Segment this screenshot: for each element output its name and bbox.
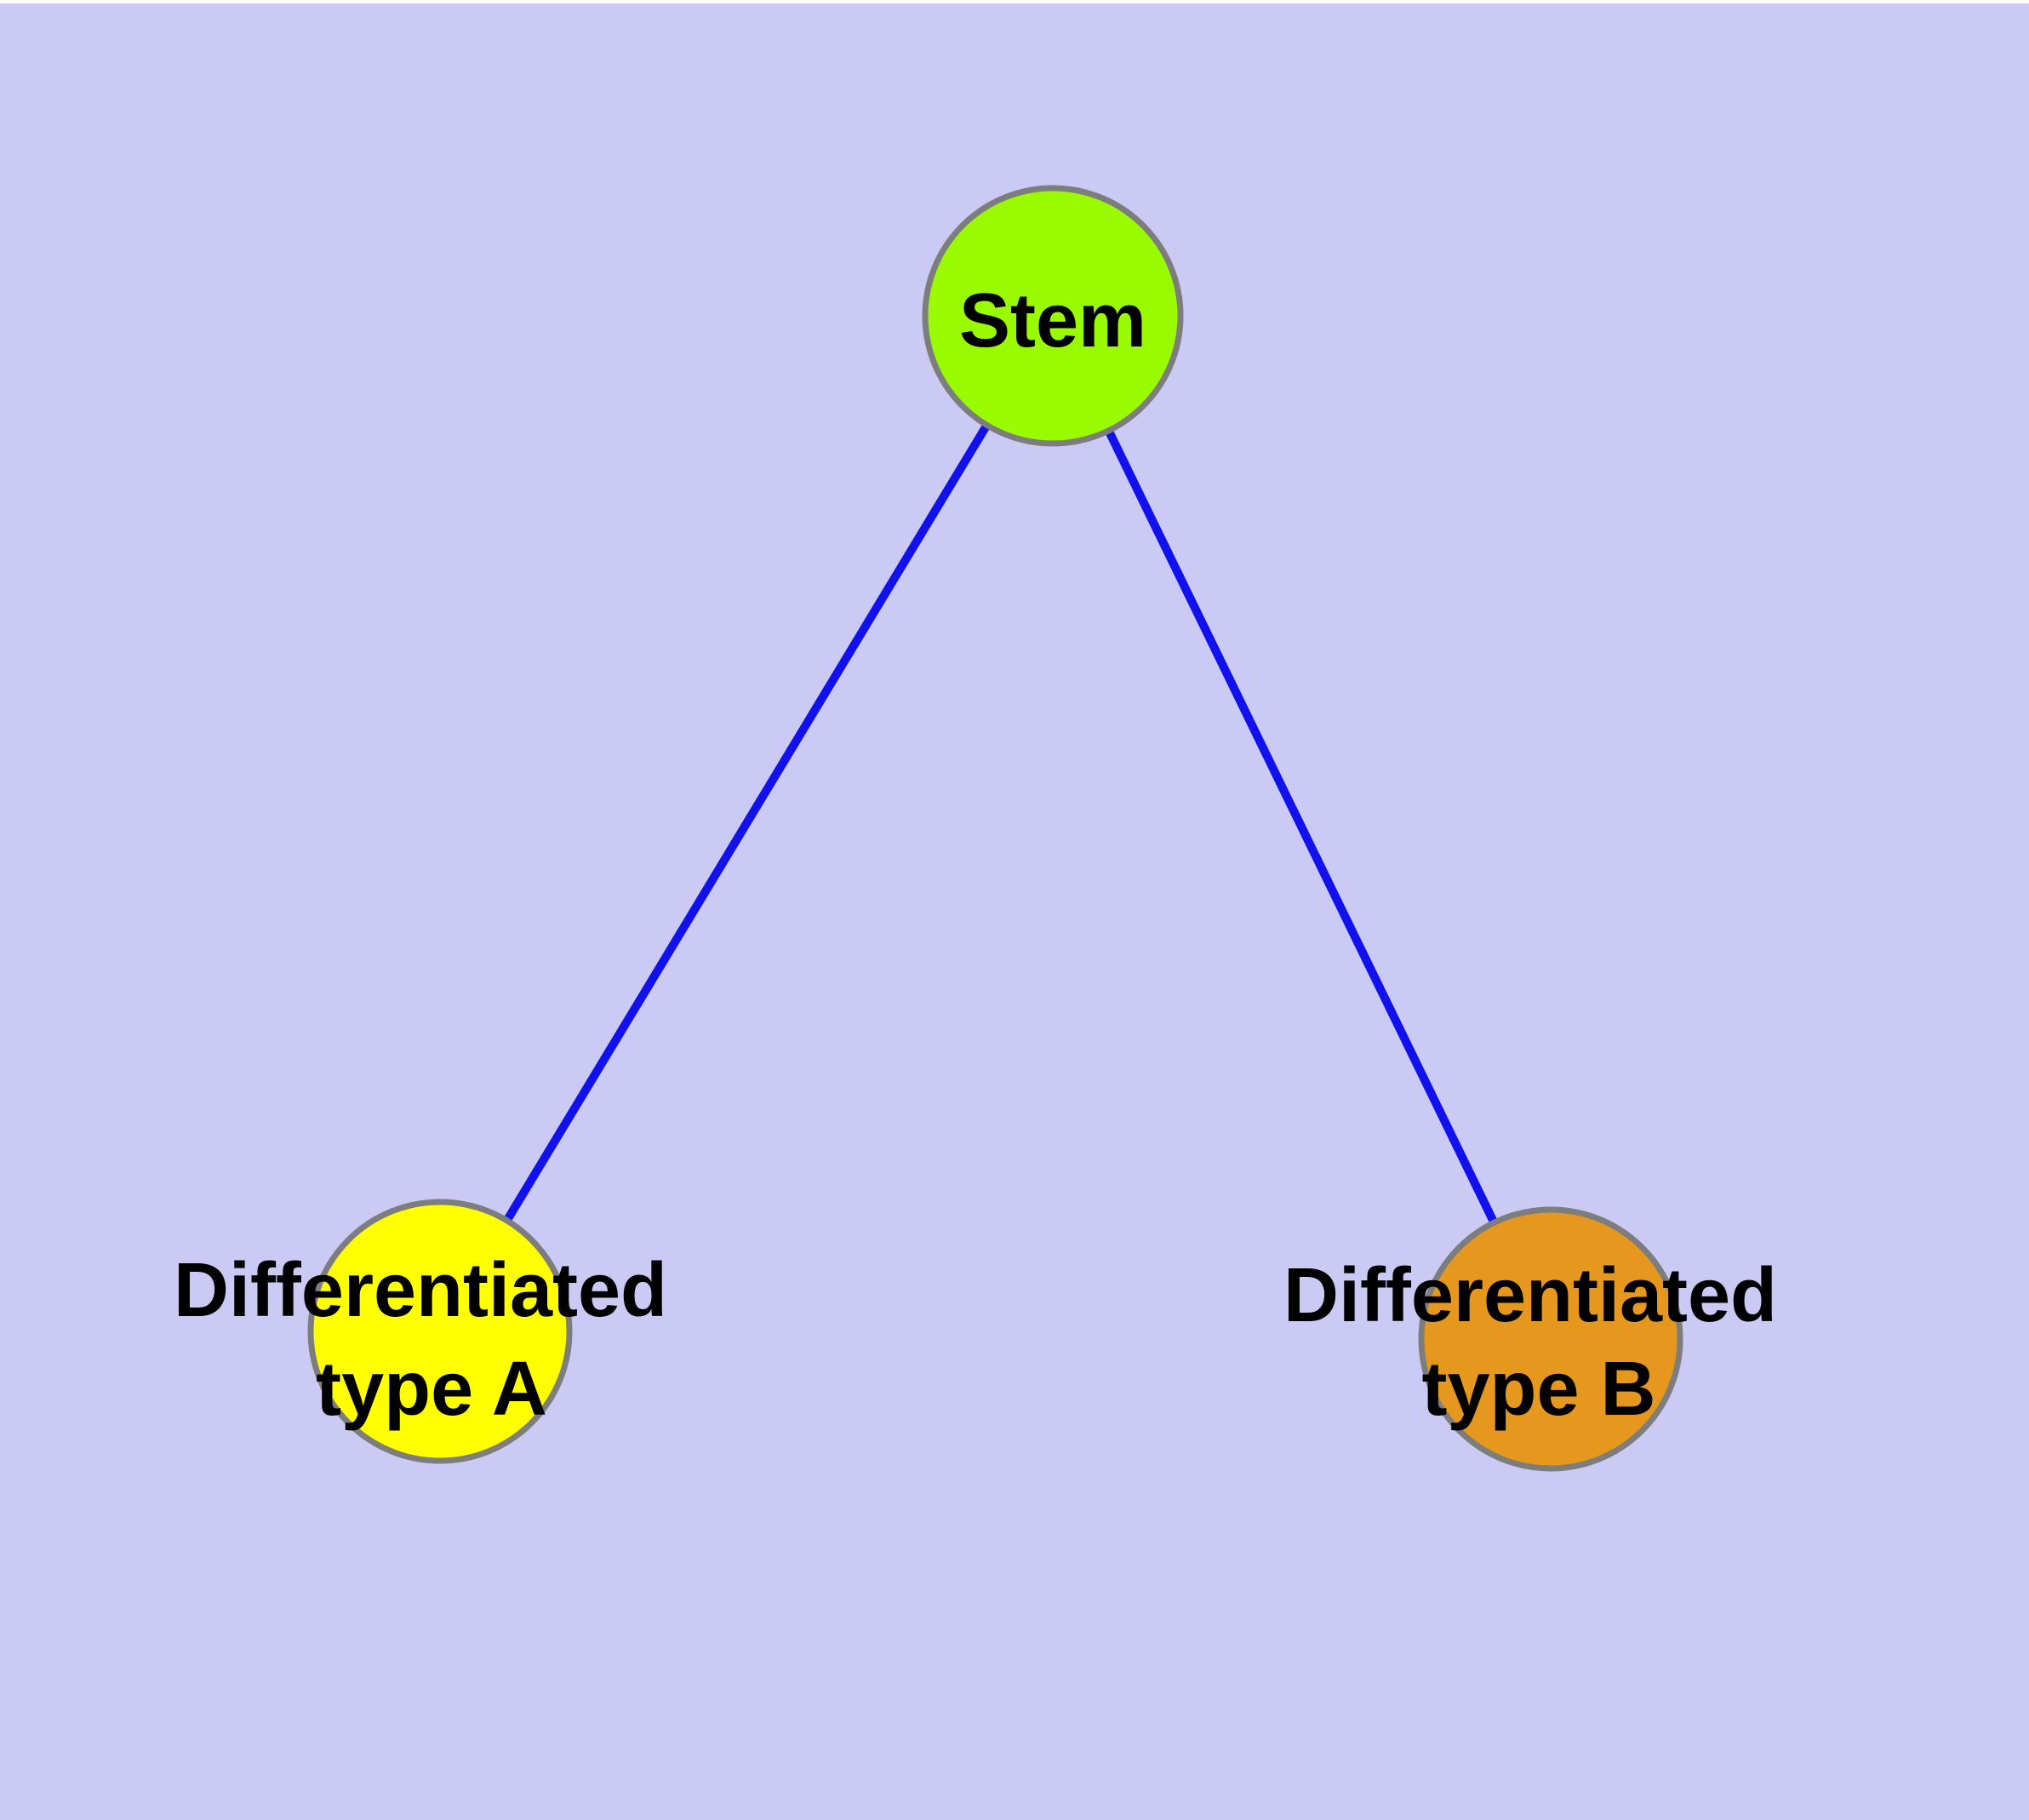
node-label-type-a-line1: Differentiated	[174, 1248, 667, 1333]
node-differentiated-type-a	[307, 1199, 573, 1464]
node-differentiated-type-b	[1418, 1206, 1683, 1472]
edge-stem-to-type-a	[436, 313, 1057, 1334]
node-label-type-b-line2: type B	[1421, 1347, 1655, 1432]
top-margin-strip	[0, 0, 2029, 3]
edge-stem-to-type-b	[1049, 313, 1555, 1342]
node-label-type-a-line2: type A	[316, 1347, 547, 1432]
node-label-type-b-line1: Differentiated	[1283, 1253, 1777, 1338]
node-stem	[922, 185, 1184, 447]
node-label-stem: Stem	[959, 278, 1146, 363]
